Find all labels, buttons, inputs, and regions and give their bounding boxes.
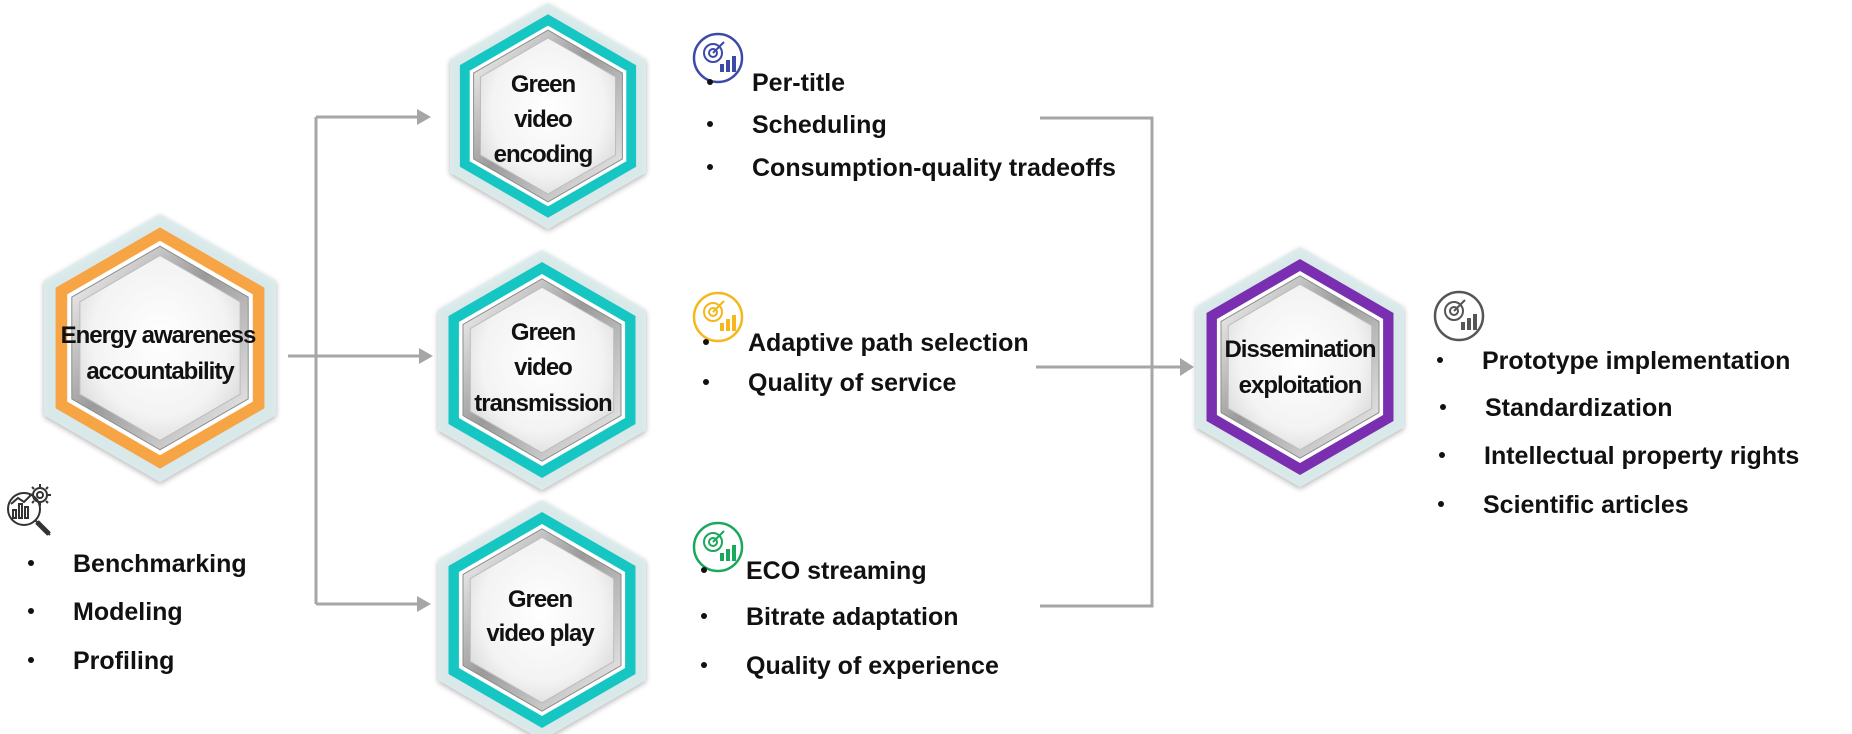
icon-bar bbox=[732, 545, 736, 561]
bullet-dot bbox=[1440, 404, 1446, 410]
transmission-label-line2: video bbox=[514, 354, 572, 381]
list-item: Bitrate adaptation bbox=[746, 603, 959, 631]
hexagon-face bbox=[480, 37, 616, 195]
target-chart-icon bbox=[692, 521, 744, 573]
target-chart-icon bbox=[692, 32, 744, 84]
icon-bar bbox=[726, 549, 730, 561]
list-item: Scheduling bbox=[752, 111, 887, 139]
hexagon-face bbox=[469, 286, 615, 454]
list-item: Intellectual property rights bbox=[1484, 442, 1799, 470]
bullet-dot bbox=[1438, 501, 1444, 507]
hexagon-labels: Energy awareness accountability Green vi… bbox=[61, 71, 1377, 647]
arrowhead-to-transmission bbox=[419, 348, 433, 364]
energy-list: Benchmarking Modeling Profiling bbox=[28, 550, 247, 675]
connector-from-encoding bbox=[1040, 116, 1154, 608]
icon-arrow bbox=[712, 41, 725, 54]
dissemination-list: Prototype implementation Standardization… bbox=[1437, 347, 1799, 519]
bullet-dot bbox=[28, 657, 34, 663]
icon-target-ring bbox=[703, 302, 723, 322]
icon-target-ring bbox=[703, 43, 723, 63]
icon-arrow bbox=[1453, 299, 1466, 312]
transmission-label-line1: Green bbox=[511, 319, 576, 346]
bullet-dot bbox=[28, 608, 34, 614]
bullet-dot bbox=[707, 79, 713, 85]
encoding-list: Per-title Scheduling Consumption-quality… bbox=[707, 69, 1116, 182]
list-item: Scientific articles bbox=[1483, 491, 1689, 519]
play-label-line1: Green bbox=[508, 586, 573, 613]
bullet-dot bbox=[707, 121, 713, 127]
icon-arrow bbox=[712, 530, 725, 543]
list-item: Consumption-quality tradeoffs bbox=[752, 154, 1116, 182]
bullet-dot bbox=[707, 164, 713, 170]
list-item: ECO streaming bbox=[746, 557, 927, 585]
encoding-label-line3: encoding bbox=[494, 141, 593, 168]
icon-target-inner bbox=[708, 48, 718, 58]
bullet-dot bbox=[703, 379, 709, 385]
icon-bar bbox=[1467, 318, 1471, 330]
list-item: Adaptive path selection bbox=[748, 329, 1029, 357]
arrowhead-to-encoding bbox=[417, 109, 431, 125]
hexagon-face bbox=[469, 536, 615, 704]
bullet-dot bbox=[28, 560, 34, 566]
list-item: Quality of experience bbox=[746, 652, 999, 680]
list-item: Standardization bbox=[1485, 394, 1673, 422]
icon-bar bbox=[726, 319, 730, 331]
arrowhead-to-play bbox=[417, 596, 431, 612]
icon-target-ring bbox=[1444, 301, 1464, 321]
icon-bar bbox=[732, 315, 736, 331]
list-item: Profiling bbox=[73, 647, 174, 675]
hexagon-green-video-encoding bbox=[450, 3, 646, 229]
energy-label-line1: Energy awareness bbox=[61, 322, 256, 349]
target-chart-icon bbox=[692, 291, 744, 343]
list-item: Quality of service bbox=[748, 369, 957, 397]
hexagon-face bbox=[1227, 283, 1373, 451]
connectors bbox=[288, 109, 1194, 612]
bullet-dot bbox=[701, 567, 707, 573]
bullet-dot bbox=[701, 613, 707, 619]
bullet-dot bbox=[703, 339, 709, 345]
hexagon-green-video-play bbox=[438, 500, 646, 734]
arrowhead-to-dissemination bbox=[1180, 358, 1194, 376]
list-item: Per-title bbox=[752, 69, 845, 97]
bullet-dot bbox=[1437, 357, 1443, 363]
icon-bar bbox=[1473, 314, 1477, 330]
encoding-label-line1: Green bbox=[511, 71, 576, 98]
icon-bar bbox=[720, 323, 724, 331]
transmission-label-line3: transmission bbox=[474, 390, 612, 417]
hexagon-face bbox=[79, 254, 241, 442]
analytics-gear-search-icon bbox=[7, 484, 51, 536]
energy-label-line2: accountability bbox=[86, 358, 235, 385]
hexagon-energy-awareness bbox=[44, 214, 276, 482]
icon-target-inner bbox=[708, 307, 718, 317]
transmission-list: Adaptive path selection Quality of servi… bbox=[703, 329, 1029, 397]
list-item: Benchmarking bbox=[73, 550, 247, 578]
icon-bar bbox=[732, 56, 736, 72]
icon-bar bbox=[726, 60, 730, 72]
bullet-dot bbox=[1439, 452, 1445, 458]
dissemination-label-line1: Dissemination bbox=[1224, 336, 1375, 363]
hexagon-green-video-transmission bbox=[438, 250, 646, 490]
target-chart-icon bbox=[1433, 290, 1485, 342]
icon-target-inner bbox=[1449, 306, 1459, 316]
play-list: ECO streaming Bitrate adaptation Quality… bbox=[701, 557, 999, 680]
dissemination-label-line2: exploitation bbox=[1239, 372, 1362, 399]
icon-target-ring bbox=[703, 532, 723, 552]
icon-target-inner bbox=[708, 537, 718, 547]
encoding-label-line2: video bbox=[514, 106, 572, 133]
icon-arrow bbox=[712, 300, 725, 313]
icon-bar bbox=[720, 64, 724, 72]
list-item: Modeling bbox=[73, 598, 183, 626]
hexagon-dissemination-exploitation bbox=[1196, 247, 1404, 487]
play-label-line2: video play bbox=[486, 620, 595, 647]
icon-bar bbox=[1461, 322, 1465, 330]
list-item: Prototype implementation bbox=[1482, 347, 1790, 375]
icon-bar bbox=[720, 553, 724, 561]
bullet-dot bbox=[701, 662, 707, 668]
